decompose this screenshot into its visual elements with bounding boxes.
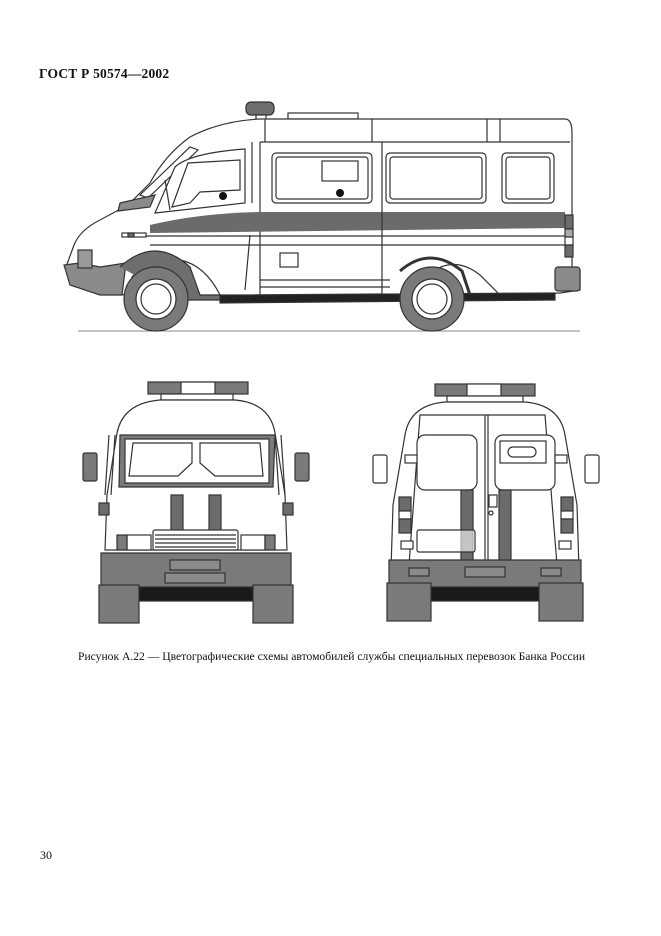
van-front-drawing [82, 381, 310, 624]
side-view-illustration [60, 95, 600, 340]
van-side-drawing [63, 101, 581, 332]
rear-view-illustration [365, 375, 605, 625]
document-header: ГОСТ Р 50574—2002 [39, 66, 170, 81]
van-rear-drawing [372, 383, 600, 622]
page-number: 30 [40, 848, 52, 862]
figure-caption: Рисунок А.22 — Цветографические схемы ав… [78, 650, 586, 663]
front-view-illustration [75, 375, 315, 625]
